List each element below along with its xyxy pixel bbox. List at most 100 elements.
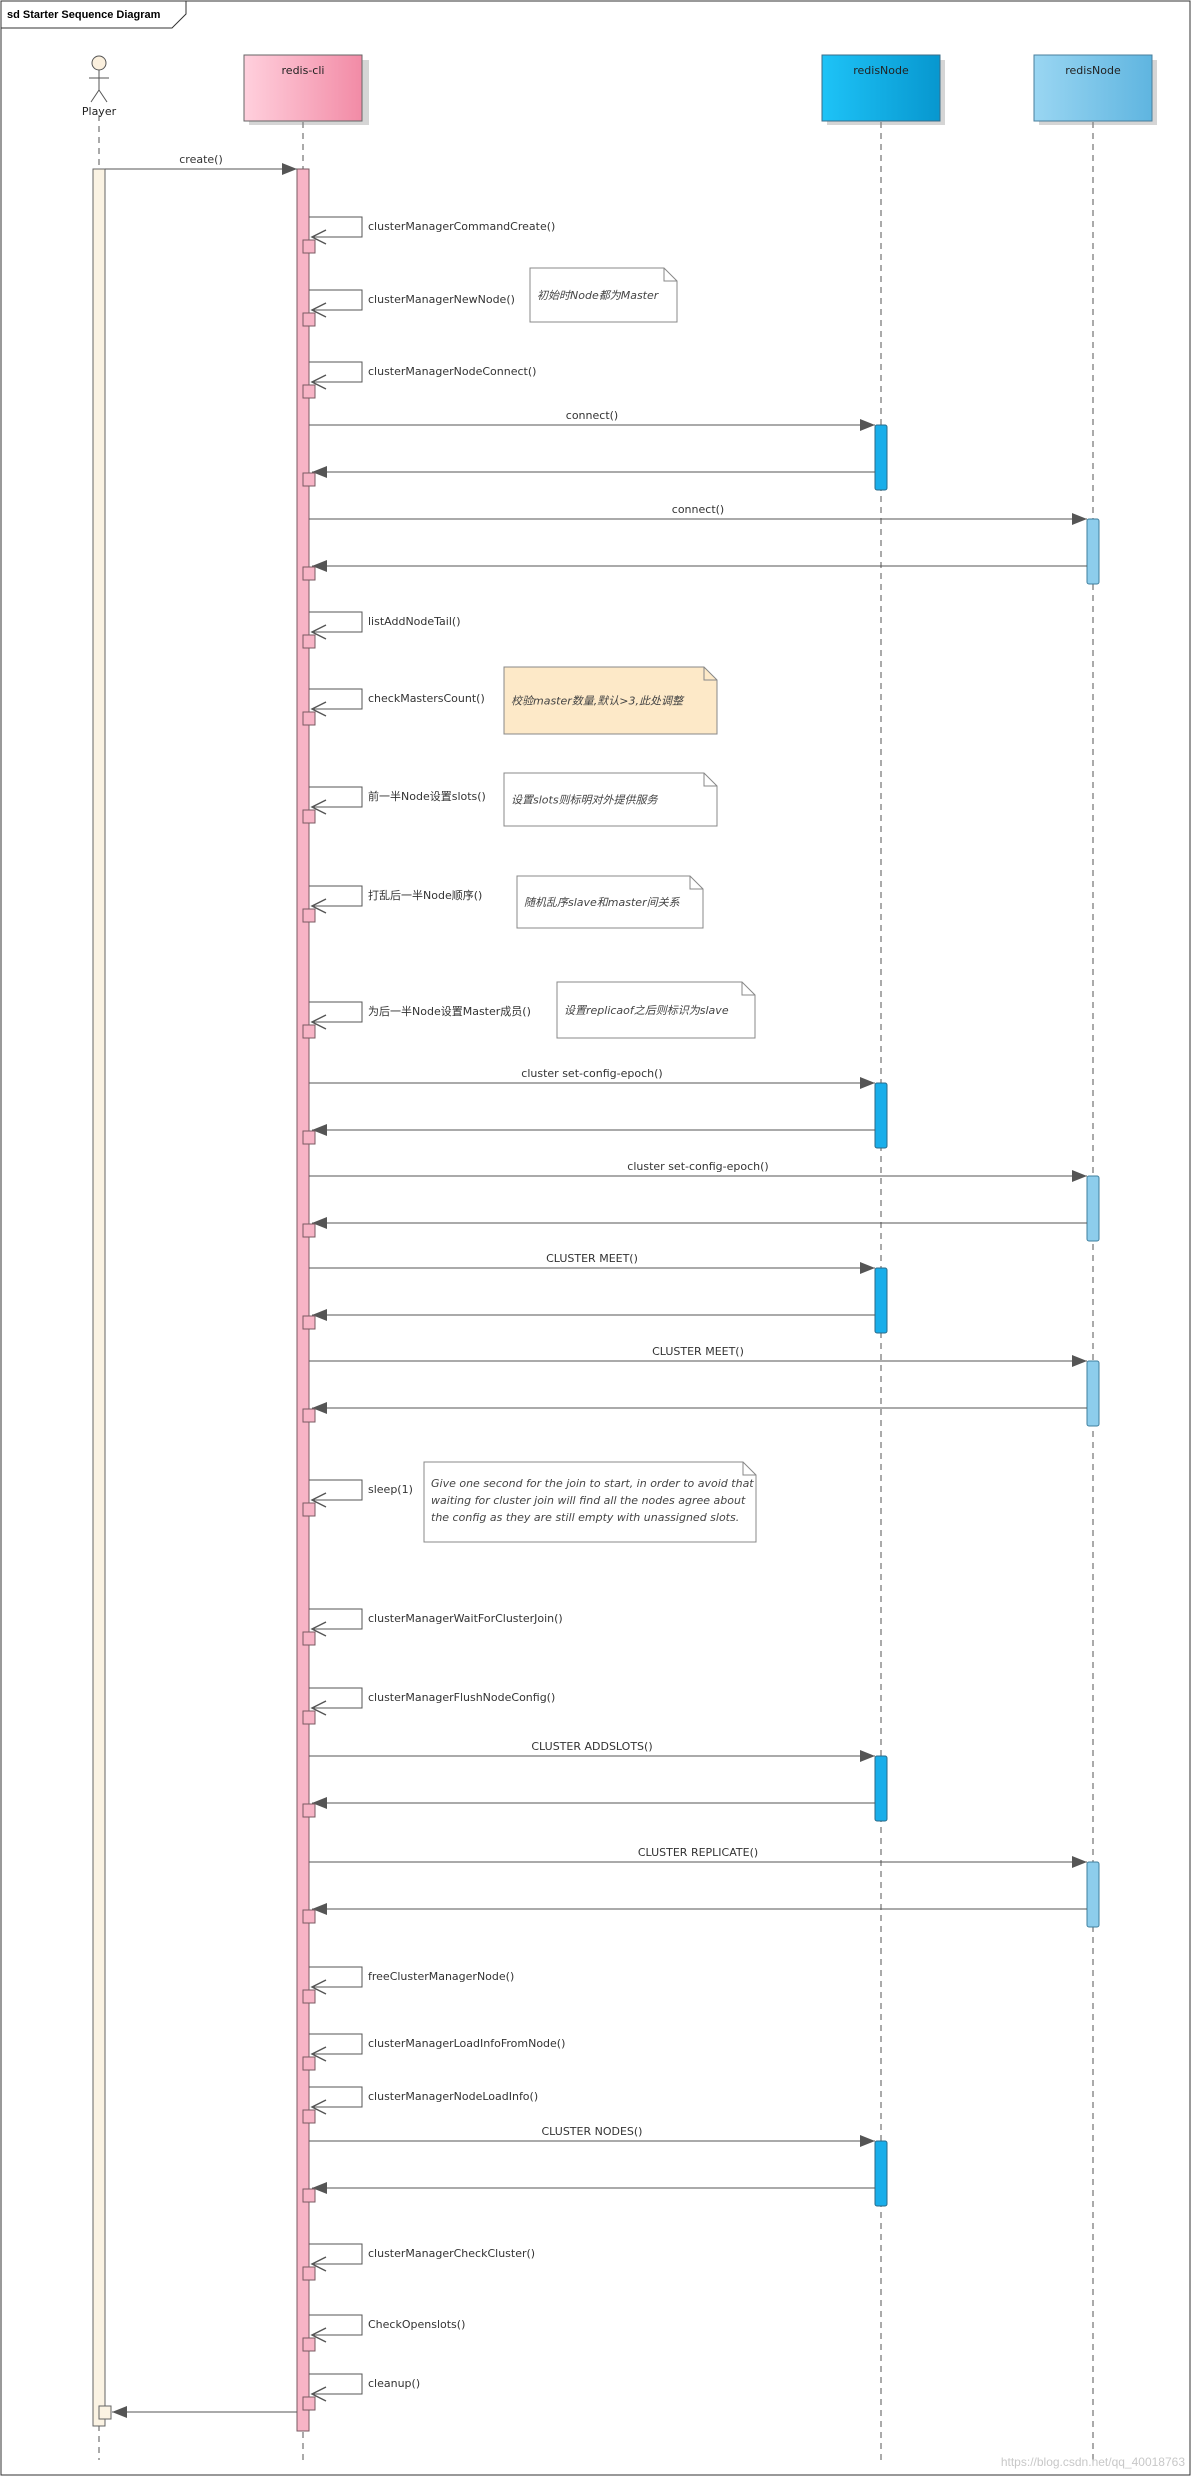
arrow-head: [1072, 1170, 1087, 1182]
self-message: clusterManagerFlushNodeConfig(): [302, 1687, 555, 1725]
frame-title: sd Starter Sequence Diagram: [7, 9, 161, 21]
arrow-head: [312, 560, 327, 572]
message-label: clusterManagerNodeConnect(): [368, 365, 536, 378]
arrow-head: [310, 2256, 327, 2272]
message-label: clusterManagerNewNode(): [368, 293, 515, 306]
self-call-line: [309, 1966, 363, 1988]
self-message: clusterManagerCheckCluster(): [302, 2243, 535, 2281]
activation-redis-node-1: [874, 1267, 888, 1334]
activation-redis-node-2: [1086, 1360, 1100, 1427]
return-activation: [302, 908, 316, 923]
note-text: 设置slots则标明对外提供服务: [511, 794, 659, 807]
arrow-head: [282, 163, 297, 175]
note-box: [503, 772, 718, 827]
call-message: cluster set-config-epoch(): [302, 1067, 888, 1149]
participant-redis-node-1: redisNode: [821, 54, 945, 125]
arrow-head: [312, 466, 327, 478]
self-call-line: [309, 786, 363, 808]
message-label: cluster set-config-epoch(): [627, 1160, 768, 1173]
return-activation: [302, 809, 316, 824]
message-label: clusterManagerCommandCreate(): [368, 220, 555, 233]
return-activation: [302, 1223, 316, 1238]
note-text: waiting for cluster join will find all t…: [431, 1494, 746, 1507]
arrow-head: [112, 2406, 127, 2418]
note-fold: [689, 876, 703, 890]
message-label: clusterManagerWaitForClusterJoin(): [368, 1612, 563, 1625]
self-call-line: [309, 2373, 363, 2395]
message-label: connect(): [672, 503, 724, 516]
message-label: create(): [179, 153, 223, 166]
arrow-head: [860, 2135, 875, 2147]
watermark: https://blog.csdn.net/qq_40018763: [1001, 2455, 1185, 2469]
arrow-head: [312, 1217, 327, 1229]
note-box: [503, 666, 718, 735]
activation-redis-node-1: [874, 2140, 888, 2207]
arrow-head: [310, 1492, 327, 1508]
participant-player: Player: [82, 55, 117, 118]
arrow-head: [1072, 513, 1087, 525]
activation-redis-cli: [296, 168, 310, 2432]
arrow-head: [312, 1124, 327, 1136]
messages: create() clusterManagerCommandCreate() clu…: [98, 153, 1100, 2420]
participant-box: [821, 54, 941, 122]
arrow-head: [860, 419, 875, 431]
self-call-line: [309, 1608, 363, 1630]
arrow-head: [310, 374, 327, 390]
message-label: connect(): [566, 409, 618, 422]
return-activation: [302, 1315, 316, 1330]
return-activation: [302, 711, 316, 726]
self-message: clusterManagerWaitForClusterJoin(): [302, 1608, 563, 1646]
arrow-head: [310, 624, 327, 640]
activation-redis-node-1: [874, 424, 888, 491]
return-activation: [302, 384, 316, 399]
arrow-head: [312, 2182, 327, 2194]
note-text: Give one second for the join to start, i…: [431, 1477, 754, 1490]
self-message: clusterManagerLoadInfoFromNode(): [302, 2033, 565, 2071]
return-activation: [302, 2109, 316, 2124]
message-label: checkMastersCount(): [368, 692, 485, 705]
participant-label: redisNode: [1065, 64, 1121, 77]
note-box: [516, 875, 704, 929]
message-label: CLUSTER MEET(): [546, 1252, 638, 1265]
frame-title-tab: [0, 0, 187, 29]
arrow-head: [310, 229, 327, 245]
participant-label: redisNode: [853, 64, 909, 77]
return-activation: [302, 2266, 316, 2281]
message-label: CLUSTER NODES(): [542, 2125, 643, 2138]
self-call-line: [309, 2314, 363, 2336]
activation-player: [92, 168, 106, 2427]
self-message: clusterManagerNodeLoadInfo(): [302, 2086, 538, 2124]
message-label: cluster set-config-epoch(): [521, 1067, 662, 1080]
arrow-head: [310, 1979, 327, 1995]
arrow-head: [312, 1309, 327, 1321]
arrow-head: [310, 701, 327, 717]
self-call-line: [309, 2243, 363, 2265]
arrow-head: [312, 1797, 327, 1809]
arrow-head: [310, 799, 327, 815]
participant-box: [243, 54, 363, 122]
call-message: create(): [105, 153, 297, 175]
arrow-head: [310, 898, 327, 914]
call-message: CLUSTER MEET(): [302, 1345, 1100, 1427]
self-message: freeClusterManagerNode(): [302, 1966, 514, 2004]
return-activation: [302, 634, 316, 649]
participant-label: Player: [82, 105, 117, 118]
return-activation: [98, 2405, 112, 2420]
self-call-line: [309, 611, 363, 633]
message-label: CLUSTER MEET(): [652, 1345, 744, 1358]
arrow-head: [310, 1621, 327, 1637]
note-text: 校验master数量,默认>3,此处调整: [511, 695, 685, 708]
arrow-head: [860, 1077, 875, 1089]
return-activation: [302, 1909, 316, 1924]
actor-head-icon: [91, 55, 107, 71]
self-message: clusterManagerNewNode()初始时Node都为Master: [302, 267, 678, 327]
return-activation: [302, 2396, 316, 2411]
message-label: sleep(1): [368, 1483, 413, 1496]
self-call-line: [309, 885, 363, 907]
return-activation: [302, 2188, 316, 2203]
message-label: 打乱后一半Node顺序(): [368, 888, 482, 902]
self-message: clusterManagerNodeConnect(): [302, 361, 536, 399]
note-fold: [703, 667, 717, 681]
